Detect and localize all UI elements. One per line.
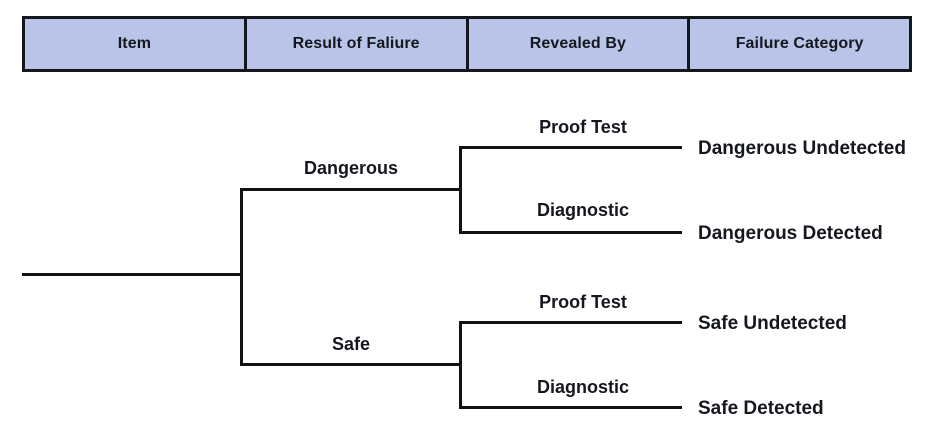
column-header-table: Item Result of Faliure Revealed By Failu…: [22, 16, 912, 72]
leaf-label-safe-undetected: Safe Undetected: [698, 313, 847, 334]
safe-proof-test-line: [459, 321, 682, 324]
header-cell-result-of-failure: Result of Faliure: [243, 19, 466, 69]
first-split-vertical-line: [240, 188, 243, 366]
branch-label-dangerous: Dangerous: [303, 158, 399, 178]
leaf-label-dangerous-undetected: Dangerous Undetected: [698, 138, 906, 159]
dangerous-diagnostic-line: [459, 231, 682, 234]
header-cell-failure-category: Failure Category: [687, 19, 909, 69]
leaf-label-dangerous-detected: Dangerous Detected: [698, 223, 883, 244]
branch-label-dangerous-diagnostic: Diagnostic: [536, 200, 629, 220]
dangerous-split-vertical-line: [459, 146, 462, 234]
header-cell-item: Item: [117, 35, 152, 52]
safe-branch-line: [240, 363, 462, 366]
branch-label-dangerous-proof-test: Proof Test: [539, 117, 627, 137]
dangerous-branch-line: [240, 188, 462, 191]
safe-diagnostic-line: [459, 406, 682, 409]
branch-label-safe-diagnostic: Diagnostic: [536, 377, 629, 397]
dangerous-proof-test-line: [459, 146, 682, 149]
branch-label-safe: Safe: [331, 334, 371, 354]
branch-label-safe-proof-test: Proof Test: [539, 292, 627, 312]
root-line: [22, 273, 242, 276]
safe-split-vertical-line: [459, 321, 462, 409]
header-cell-revealed-by: Revealed By: [465, 19, 688, 69]
leaf-label-safe-detected: Safe Detected: [698, 398, 824, 419]
